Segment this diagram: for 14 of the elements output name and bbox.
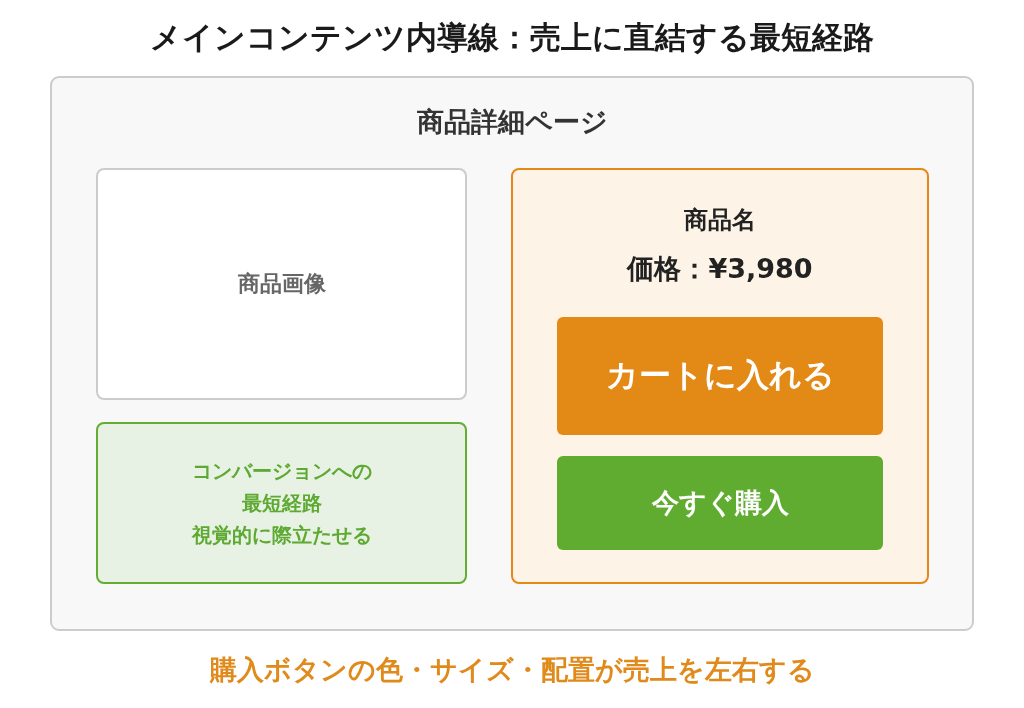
product-name: 商品名 <box>683 205 757 236</box>
product-page-panel <box>50 76 974 631</box>
image-frame-label: 商品画像 <box>237 270 326 298</box>
product-info-panel <box>511 168 929 584</box>
buy-now-button: 今すぐ購入 <box>557 456 883 550</box>
price-text: 価格：¥3,980 <box>625 252 814 286</box>
note-text: コンバージョンへの最短経路 <box>190 458 373 517</box>
note-box <box>96 422 467 584</box>
note-text: 視覚的に際立たせる <box>190 522 373 549</box>
add-to-cart-button: カートに入れる <box>557 317 883 435</box>
product-image-frame <box>96 168 467 400</box>
title: メインコンテンツ内導線：売上に直結する最短経路 <box>149 18 875 57</box>
panel-heading: 商品詳細ページ <box>415 105 609 139</box>
caption: 購入ボタンの色・サイズ・配置が売上を左右する <box>208 653 816 687</box>
